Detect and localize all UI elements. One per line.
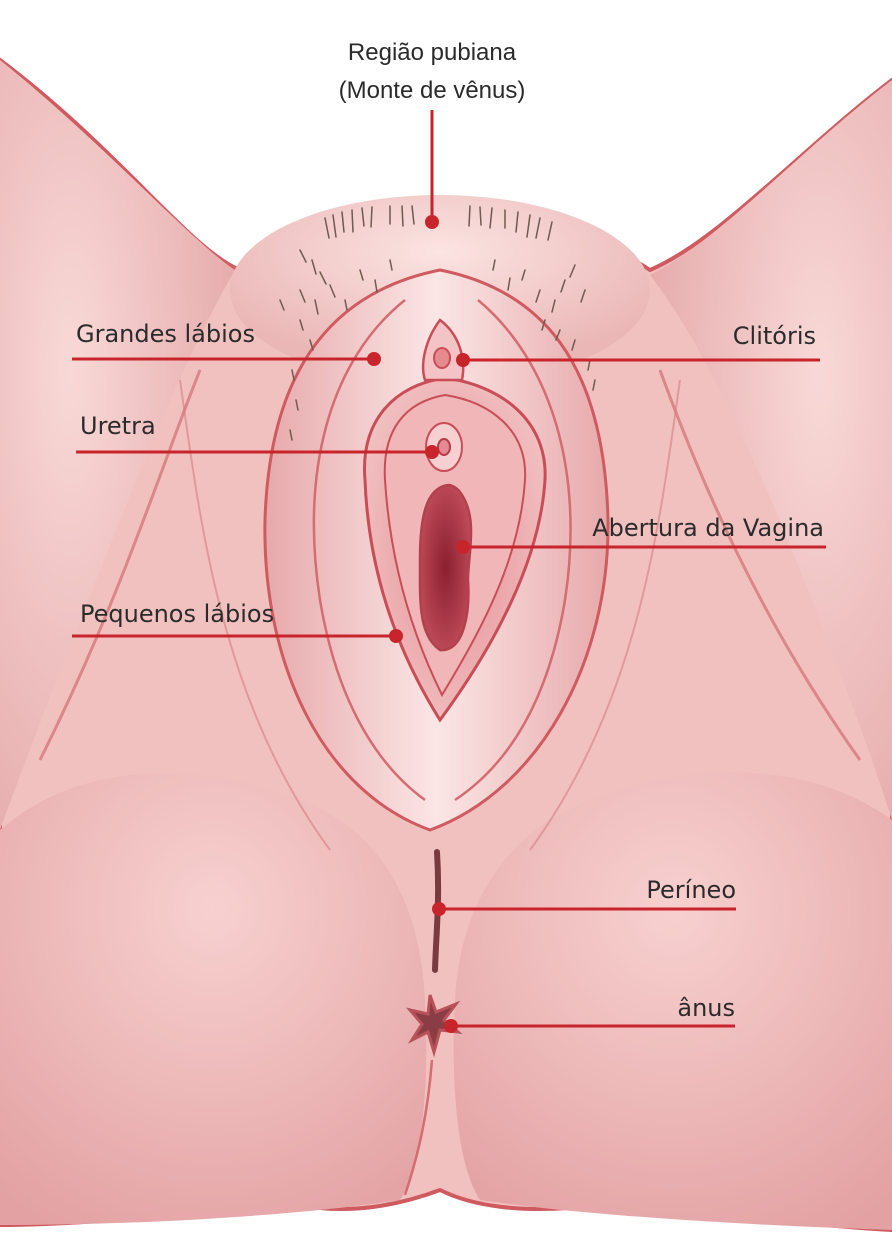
vaginal-opening-shape xyxy=(418,483,473,652)
label-anus: ânus xyxy=(677,994,735,1022)
leader-lines xyxy=(72,110,826,1028)
dot-anus xyxy=(444,1019,458,1033)
label-labia-majora: Grandes lábios xyxy=(76,320,255,348)
label-mons-line2: (Monte de vênus) xyxy=(339,77,526,104)
dot-labia-minora xyxy=(389,629,403,643)
label-mons-line1: Região pubiana xyxy=(348,39,517,66)
right-thigh-crease xyxy=(658,369,862,761)
anus-shape xyxy=(405,994,463,1058)
leader-dots xyxy=(367,215,470,1033)
dot-urethra xyxy=(425,445,439,459)
pubic-hair xyxy=(279,205,596,441)
dot-vaginal-opening xyxy=(456,540,470,554)
urethra-opening xyxy=(437,438,451,456)
perineum-line xyxy=(432,849,442,973)
dot-clitoris xyxy=(456,353,470,367)
label-clitoris: Clitóris xyxy=(733,322,816,350)
right-crotch-line xyxy=(529,379,681,851)
label-perineum: Períneo xyxy=(646,876,736,904)
dot-mons xyxy=(425,215,439,229)
label-labia-minora: Pequenos lábios xyxy=(80,600,274,628)
labia-majora-inner-right xyxy=(454,299,572,802)
dot-labia-majora xyxy=(367,352,381,366)
left-buttock xyxy=(0,772,427,1225)
clitoris-glans xyxy=(433,347,451,369)
right-buttock xyxy=(453,772,892,1230)
right-thigh xyxy=(650,80,892,820)
labia-majora-inner-left xyxy=(312,299,426,802)
dot-perineum xyxy=(432,902,446,916)
label-urethra: Uretra xyxy=(80,412,156,440)
gluteal-cleft xyxy=(403,1059,434,1196)
label-vaginal-opening: Abertura da Vagina xyxy=(592,514,824,542)
left-crotch-line xyxy=(179,379,331,851)
left-thigh xyxy=(0,60,235,830)
